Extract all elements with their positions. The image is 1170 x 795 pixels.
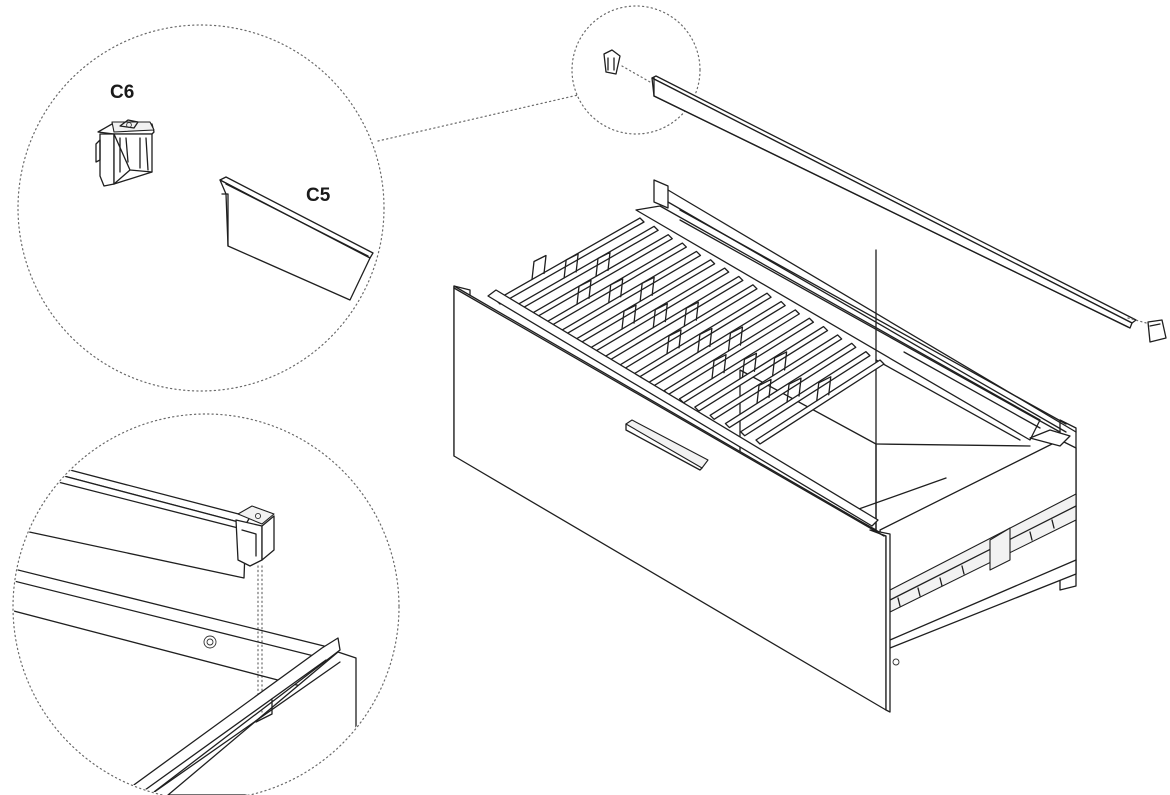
file-tab — [816, 376, 832, 402]
file-tab — [639, 276, 655, 302]
file-tab — [786, 377, 802, 403]
file-tab — [683, 301, 699, 327]
detail-circle-installation — [12, 413, 400, 795]
file-bar — [587, 267, 730, 355]
c5-rail-illustration — [219, 176, 374, 301]
file-tab — [697, 327, 713, 354]
c5-part-label: C5 — [306, 185, 331, 206]
file-bar — [709, 334, 843, 420]
detail-circle-parts — [17, 24, 385, 392]
file-bar — [602, 275, 744, 363]
c6-clip-small-left — [603, 49, 651, 83]
file-tab — [711, 354, 727, 380]
file-bar — [648, 300, 786, 388]
file-tab — [771, 351, 788, 377]
file-bar — [617, 284, 758, 371]
c6-clip-illustration — [95, 119, 155, 187]
file-bar — [694, 325, 829, 412]
file-tab — [608, 278, 624, 304]
small-detail-circle — [377, 5, 701, 142]
c6-part-label: C6 — [110, 82, 134, 103]
file-tab — [563, 253, 579, 279]
file-tab — [576, 279, 592, 305]
file-tab — [741, 352, 758, 378]
file-tab — [666, 329, 682, 355]
file-tab — [756, 378, 772, 405]
file-tab — [621, 304, 637, 330]
file-bar — [755, 359, 885, 445]
file-bar — [632, 292, 772, 379]
c6-clip-small-right — [1127, 317, 1167, 343]
file-tab — [652, 302, 668, 329]
file-tab — [531, 254, 547, 281]
file-tab — [595, 251, 611, 278]
drawer-assembly — [453, 179, 1077, 713]
file-bar — [724, 342, 857, 429]
file-tab — [727, 326, 744, 352]
file-bar — [740, 350, 871, 437]
